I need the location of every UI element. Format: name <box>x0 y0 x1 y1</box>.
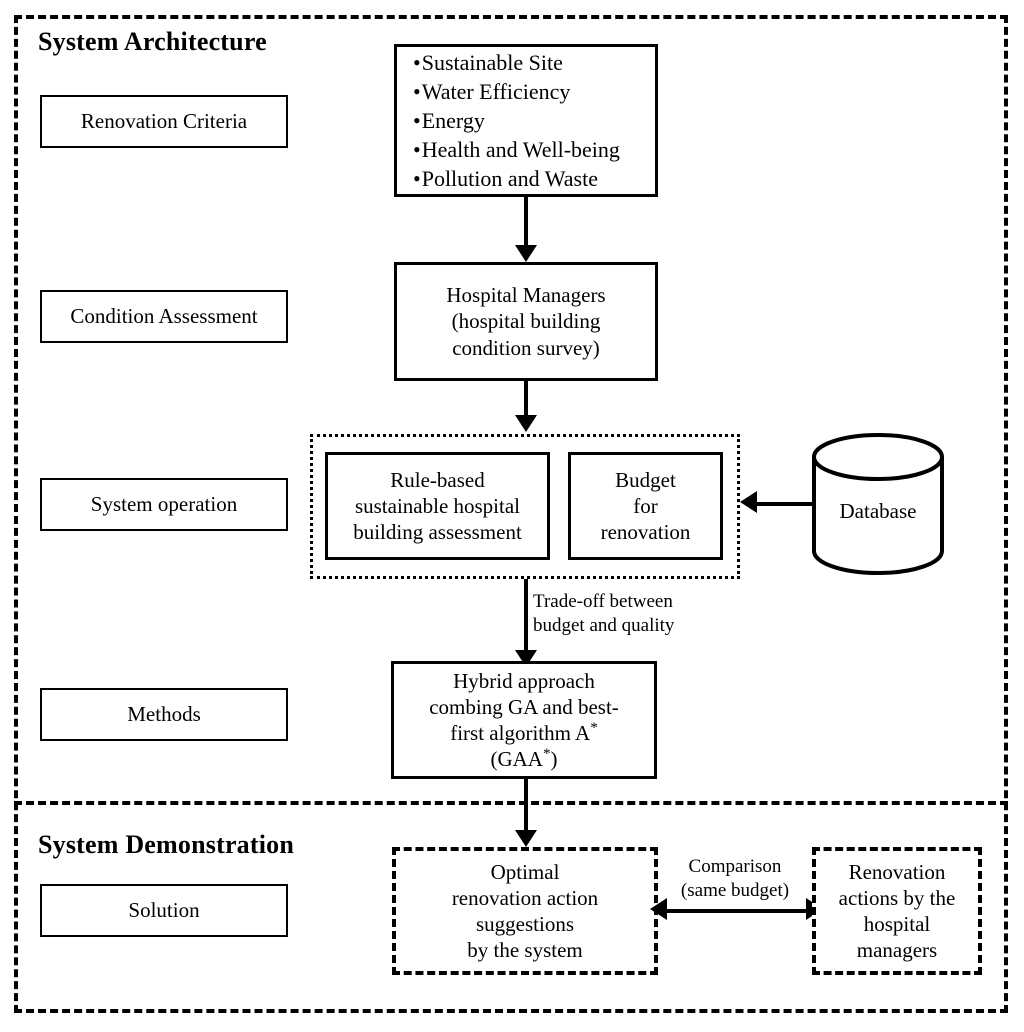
bullet-glyph: • <box>413 107 421 133</box>
stage-label-text: Condition Assessment <box>70 304 258 329</box>
outer-dashed-frame <box>14 15 1008 1013</box>
list-item: •Water Efficiency <box>413 77 620 106</box>
connector-comparison <box>663 909 809 913</box>
connector-operation-to-methods <box>524 579 528 654</box>
manager-actions-box: Renovation actions by the hospital manag… <box>812 847 982 975</box>
text-line: (same budget) <box>680 879 790 901</box>
hybrid-method-box: Hybrid approach combing GA and best- fir… <box>391 661 657 779</box>
connector-criteria-to-managers <box>524 197 528 249</box>
stage-label-solution: Solution <box>40 884 288 937</box>
text-line: Trade-off between <box>533 591 673 612</box>
edge-label-comparison: Comparison (same budget) <box>655 855 815 903</box>
hospital-managers-text: Hospital Managers (hospital building con… <box>446 282 605 360</box>
text-fragment: (GAA <box>490 747 543 772</box>
database-cylinder: Database <box>810 431 946 577</box>
text-fragment: first algorithm A <box>450 721 591 745</box>
list-item: •Pollution and Waste <box>413 164 620 193</box>
arrowhead-down-icon <box>515 245 537 262</box>
database-icon <box>812 433 944 575</box>
stage-label-renovation-criteria: Renovation Criteria <box>40 95 288 148</box>
text-line: building assessment <box>353 520 522 545</box>
list-item-label: Health and Well-being <box>421 137 620 163</box>
connector-managers-to-operation <box>524 381 528 418</box>
text-line: Rule-based <box>390 467 485 492</box>
text-line: Hybrid approach <box>453 668 595 693</box>
text-line: Hospital Managers <box>446 283 606 308</box>
text-line: Budget <box>615 467 676 492</box>
text-line: Comparison <box>688 856 782 877</box>
section-title-system-architecture: System Architecture <box>38 27 267 56</box>
database-label: Database <box>839 498 917 523</box>
list-item: •Energy <box>413 106 620 135</box>
arrowhead-down-icon <box>515 415 537 432</box>
text-line: sustainable hospital <box>354 493 521 518</box>
text-line: by the system <box>467 938 583 963</box>
connector-methods-to-solution <box>524 779 528 834</box>
text-line: suggestions <box>475 912 574 936</box>
budget-text: Budget for renovation <box>601 467 691 545</box>
bullet-glyph: • <box>413 137 421 163</box>
stage-label-text: System operation <box>90 492 238 517</box>
list-item-label: Sustainable Site <box>421 49 563 75</box>
text-line: budget and quality <box>533 614 675 636</box>
text-line: managers <box>856 938 938 963</box>
asterisk-glyph: * <box>590 720 598 736</box>
rule-based-assessment-box: Rule-based sustainable hospital building… <box>325 452 550 560</box>
bullet-glyph: • <box>413 78 421 104</box>
text-line: Renovation <box>848 859 946 884</box>
text-line: actions by the <box>838 885 956 910</box>
list-item-label: Water Efficiency <box>421 78 571 104</box>
list-item-label: Energy <box>421 107 485 133</box>
bullet-glyph: • <box>413 49 421 75</box>
rule-based-text: Rule-based sustainable hospital building… <box>353 467 522 545</box>
text-line: first algorithm A* <box>429 720 619 746</box>
arrowhead-left-icon <box>740 491 757 513</box>
bullet-glyph: • <box>413 166 421 192</box>
text-line: renovation action <box>451 885 599 910</box>
list-item: •Sustainable Site <box>413 48 620 77</box>
asterisk-glyph: * <box>542 746 551 763</box>
text-line: (GAA*) <box>429 746 619 772</box>
section-title-system-demonstration: System Demonstration <box>38 830 295 859</box>
optimal-solution-text: Optimal renovation action suggestions by… <box>452 859 598 963</box>
stage-label-text: Solution <box>128 898 200 923</box>
stage-label-text: Methods <box>127 702 201 727</box>
connector-database-to-budget <box>757 502 812 506</box>
hybrid-method-text: Hybrid approach combing GA and best- fir… <box>429 668 619 772</box>
text-line: renovation <box>600 520 691 545</box>
manager-actions-text: Renovation actions by the hospital manag… <box>839 859 956 963</box>
section-divider <box>14 801 1008 805</box>
arrowhead-down-icon <box>515 830 537 847</box>
text-line: Optimal <box>490 859 560 884</box>
text-line: (hospital building <box>451 309 601 334</box>
renovation-criteria-list-box: •Sustainable Site •Water Efficiency •Ene… <box>394 44 658 197</box>
hospital-managers-box: Hospital Managers (hospital building con… <box>394 262 658 381</box>
optimal-solution-box: Optimal renovation action suggestions by… <box>392 847 658 975</box>
stage-label-methods: Methods <box>40 688 288 741</box>
text-line: combing GA and best- <box>429 694 619 719</box>
list-item: •Health and Well-being <box>413 135 620 164</box>
stage-label-system-operation: System operation <box>40 478 288 531</box>
criteria-list: •Sustainable Site •Water Efficiency •Ene… <box>413 48 620 193</box>
arrowhead-left-icon <box>650 898 667 920</box>
stage-label-text: Renovation Criteria <box>80 109 248 134</box>
text-line: for <box>633 493 658 518</box>
stage-label-condition-assessment: Condition Assessment <box>40 290 288 343</box>
text-line: hospital <box>863 912 931 936</box>
list-item-label: Pollution and Waste <box>421 166 598 192</box>
edge-label-tradeoff: Trade-off between budget and quality <box>533 590 674 638</box>
text-fragment: ) <box>550 747 558 772</box>
budget-box: Budget for renovation <box>568 452 723 560</box>
text-line: condition survey) <box>452 335 600 360</box>
